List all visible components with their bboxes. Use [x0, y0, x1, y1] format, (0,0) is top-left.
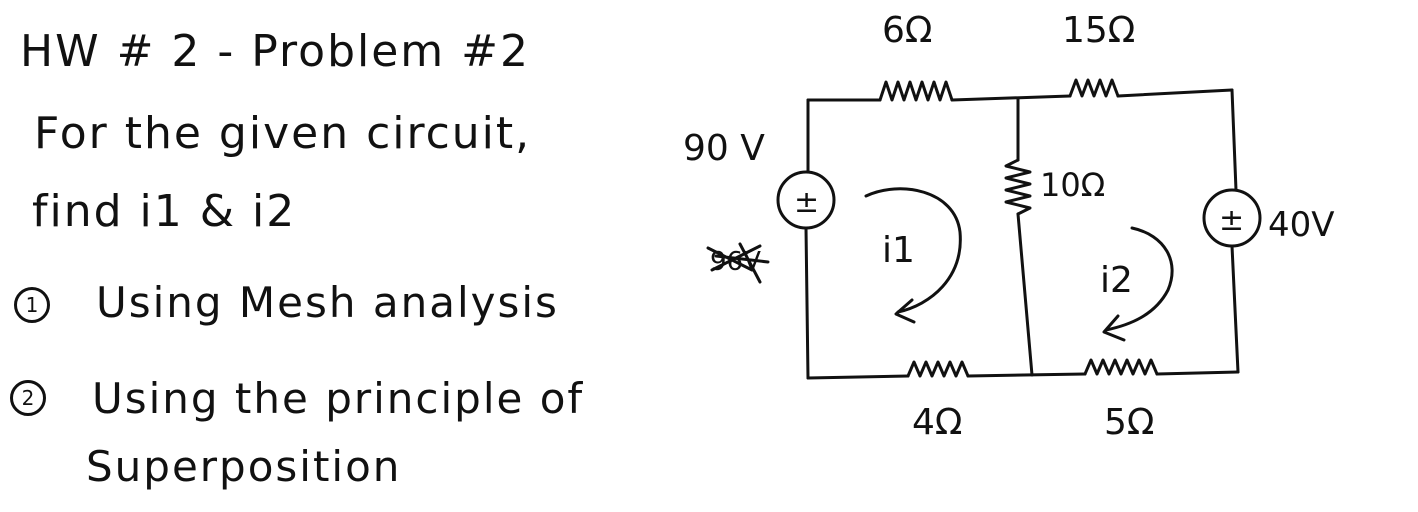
item-1-text: Using Mesh analysis	[96, 278, 559, 327]
scribble-mark	[706, 242, 770, 284]
label-mesh-current-2: i2	[1100, 260, 1133, 301]
item-1-number: 1	[14, 287, 50, 323]
mesh-1-arrowhead	[894, 298, 916, 324]
source-left-polarity: ±	[794, 185, 819, 220]
problem-title: HW # 2 - Problem #2	[20, 26, 531, 77]
label-crossed-value: 96V	[710, 247, 761, 277]
wire-bottom-middle	[966, 372, 1087, 378]
resistor-15-ohm	[1068, 78, 1120, 98]
resistor-10-ohm	[1004, 158, 1032, 216]
resistor-5-ohm	[1083, 358, 1159, 376]
wire-left-lower	[804, 226, 810, 380]
label-4-ohm: 4Ω	[912, 402, 962, 443]
label-mesh-current-1: i1	[882, 230, 915, 271]
wire-right-upper	[1230, 88, 1238, 192]
item-2-number: 2	[10, 380, 46, 416]
label-10-ohm: 10Ω	[1040, 166, 1105, 204]
statement-line-2: find i1 & i2	[32, 186, 297, 237]
source-right-polarity: ±	[1219, 203, 1244, 238]
resistor-4-ohm	[906, 360, 970, 378]
item-2-text-continued: Superposition	[86, 442, 402, 491]
label-40-volts: 40V	[1268, 205, 1335, 245]
mesh-2-arrow	[1104, 226, 1174, 332]
wire-top-middle	[950, 94, 1072, 102]
resistor-6-ohm	[878, 80, 954, 102]
label-15-ohm: 15Ω	[1062, 10, 1135, 51]
wire-bottom-left	[806, 374, 910, 380]
wire-top-right	[1116, 88, 1234, 98]
mesh-1-arrow	[864, 187, 962, 314]
wire-right-lower	[1230, 244, 1240, 374]
label-5-ohm: 5Ω	[1104, 402, 1154, 443]
statement-line-1: For the given circuit,	[34, 108, 532, 159]
wire-bottom-right	[1155, 370, 1240, 376]
item-2-text: Using the principle of	[92, 374, 585, 423]
label-90-volts: 90 V	[683, 128, 765, 169]
label-6-ohm: 6Ω	[882, 10, 932, 51]
wire-middle-lower	[1016, 212, 1034, 377]
mesh-2-arrowhead	[1102, 314, 1126, 342]
